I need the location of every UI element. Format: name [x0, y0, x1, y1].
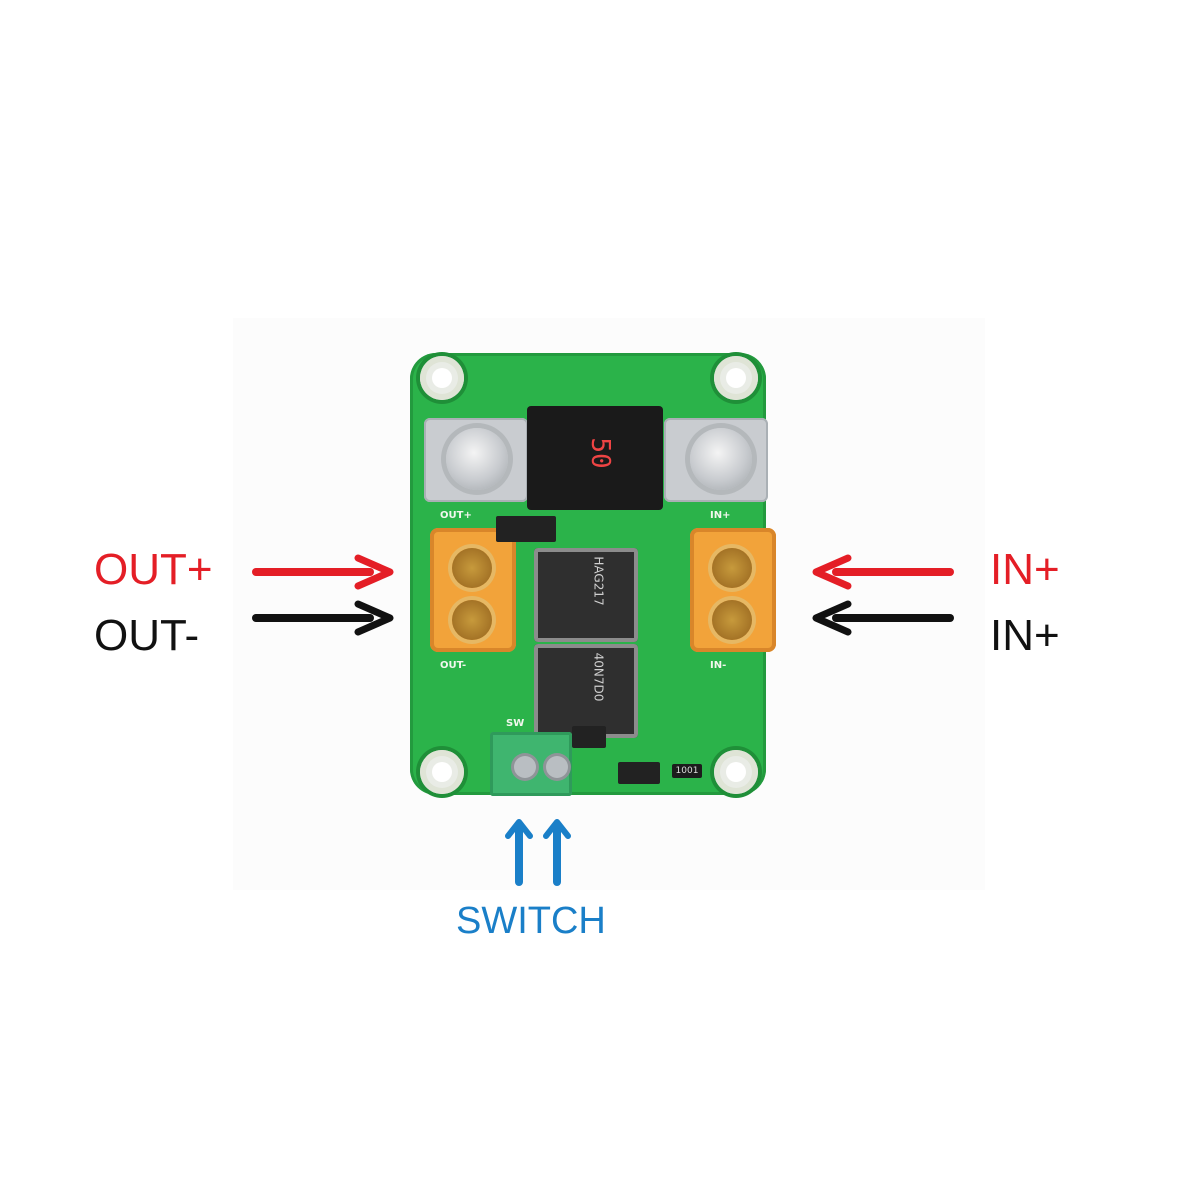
fuse-body	[527, 406, 663, 510]
arrow-in-plus-top	[812, 554, 954, 590]
resistor-1001: 1001	[672, 764, 702, 778]
mosfet-top: HAG217	[534, 548, 638, 642]
silk-sw: SW	[506, 718, 525, 729]
label-in-plus-top: IN+	[990, 545, 1060, 594]
ic-package	[618, 762, 660, 784]
silk-out-minus: OUT-	[440, 660, 467, 671]
arrow-switch-1	[505, 819, 533, 886]
arrow-out-plus	[252, 554, 394, 590]
terminal-screw-1	[514, 756, 536, 778]
label-out-minus: OUT-	[94, 611, 200, 660]
arrow-switch-2	[543, 819, 571, 886]
mosfet-top-marking: HAG217	[591, 556, 606, 606]
xt60-input-connector	[690, 528, 776, 652]
label-in-plus-bottom: IN+	[990, 611, 1060, 660]
label-out-plus: OUT+	[94, 545, 213, 594]
mounting-hole-bottom-right	[714, 750, 758, 794]
mounting-hole-top-left	[420, 356, 464, 400]
label-switch: SWITCH	[456, 900, 606, 942]
output-negative-pin	[452, 600, 492, 640]
mosfet-bottom-marking: 40N7D0	[591, 652, 606, 702]
nut-right	[690, 428, 752, 490]
silk-in-minus: IN-	[710, 660, 727, 671]
mounting-hole-bottom-left	[420, 750, 464, 794]
input-positive-pin	[712, 548, 752, 588]
sot-component	[572, 726, 606, 748]
nut-left	[446, 428, 508, 490]
diode-package	[496, 516, 556, 542]
arrow-in-plus-bottom	[812, 600, 954, 636]
output-positive-pin	[452, 548, 492, 588]
terminal-screw-2	[546, 756, 568, 778]
silk-in-plus: IN+	[710, 510, 731, 521]
mounting-hole-top-right	[714, 356, 758, 400]
mosfet-bottom: 40N7D0	[534, 644, 638, 738]
input-negative-pin	[712, 600, 752, 640]
arrow-out-minus	[252, 600, 394, 636]
silk-out-plus: OUT+	[440, 510, 472, 521]
fuse-rating: 50	[585, 437, 615, 469]
xt60-output-connector	[430, 528, 516, 652]
